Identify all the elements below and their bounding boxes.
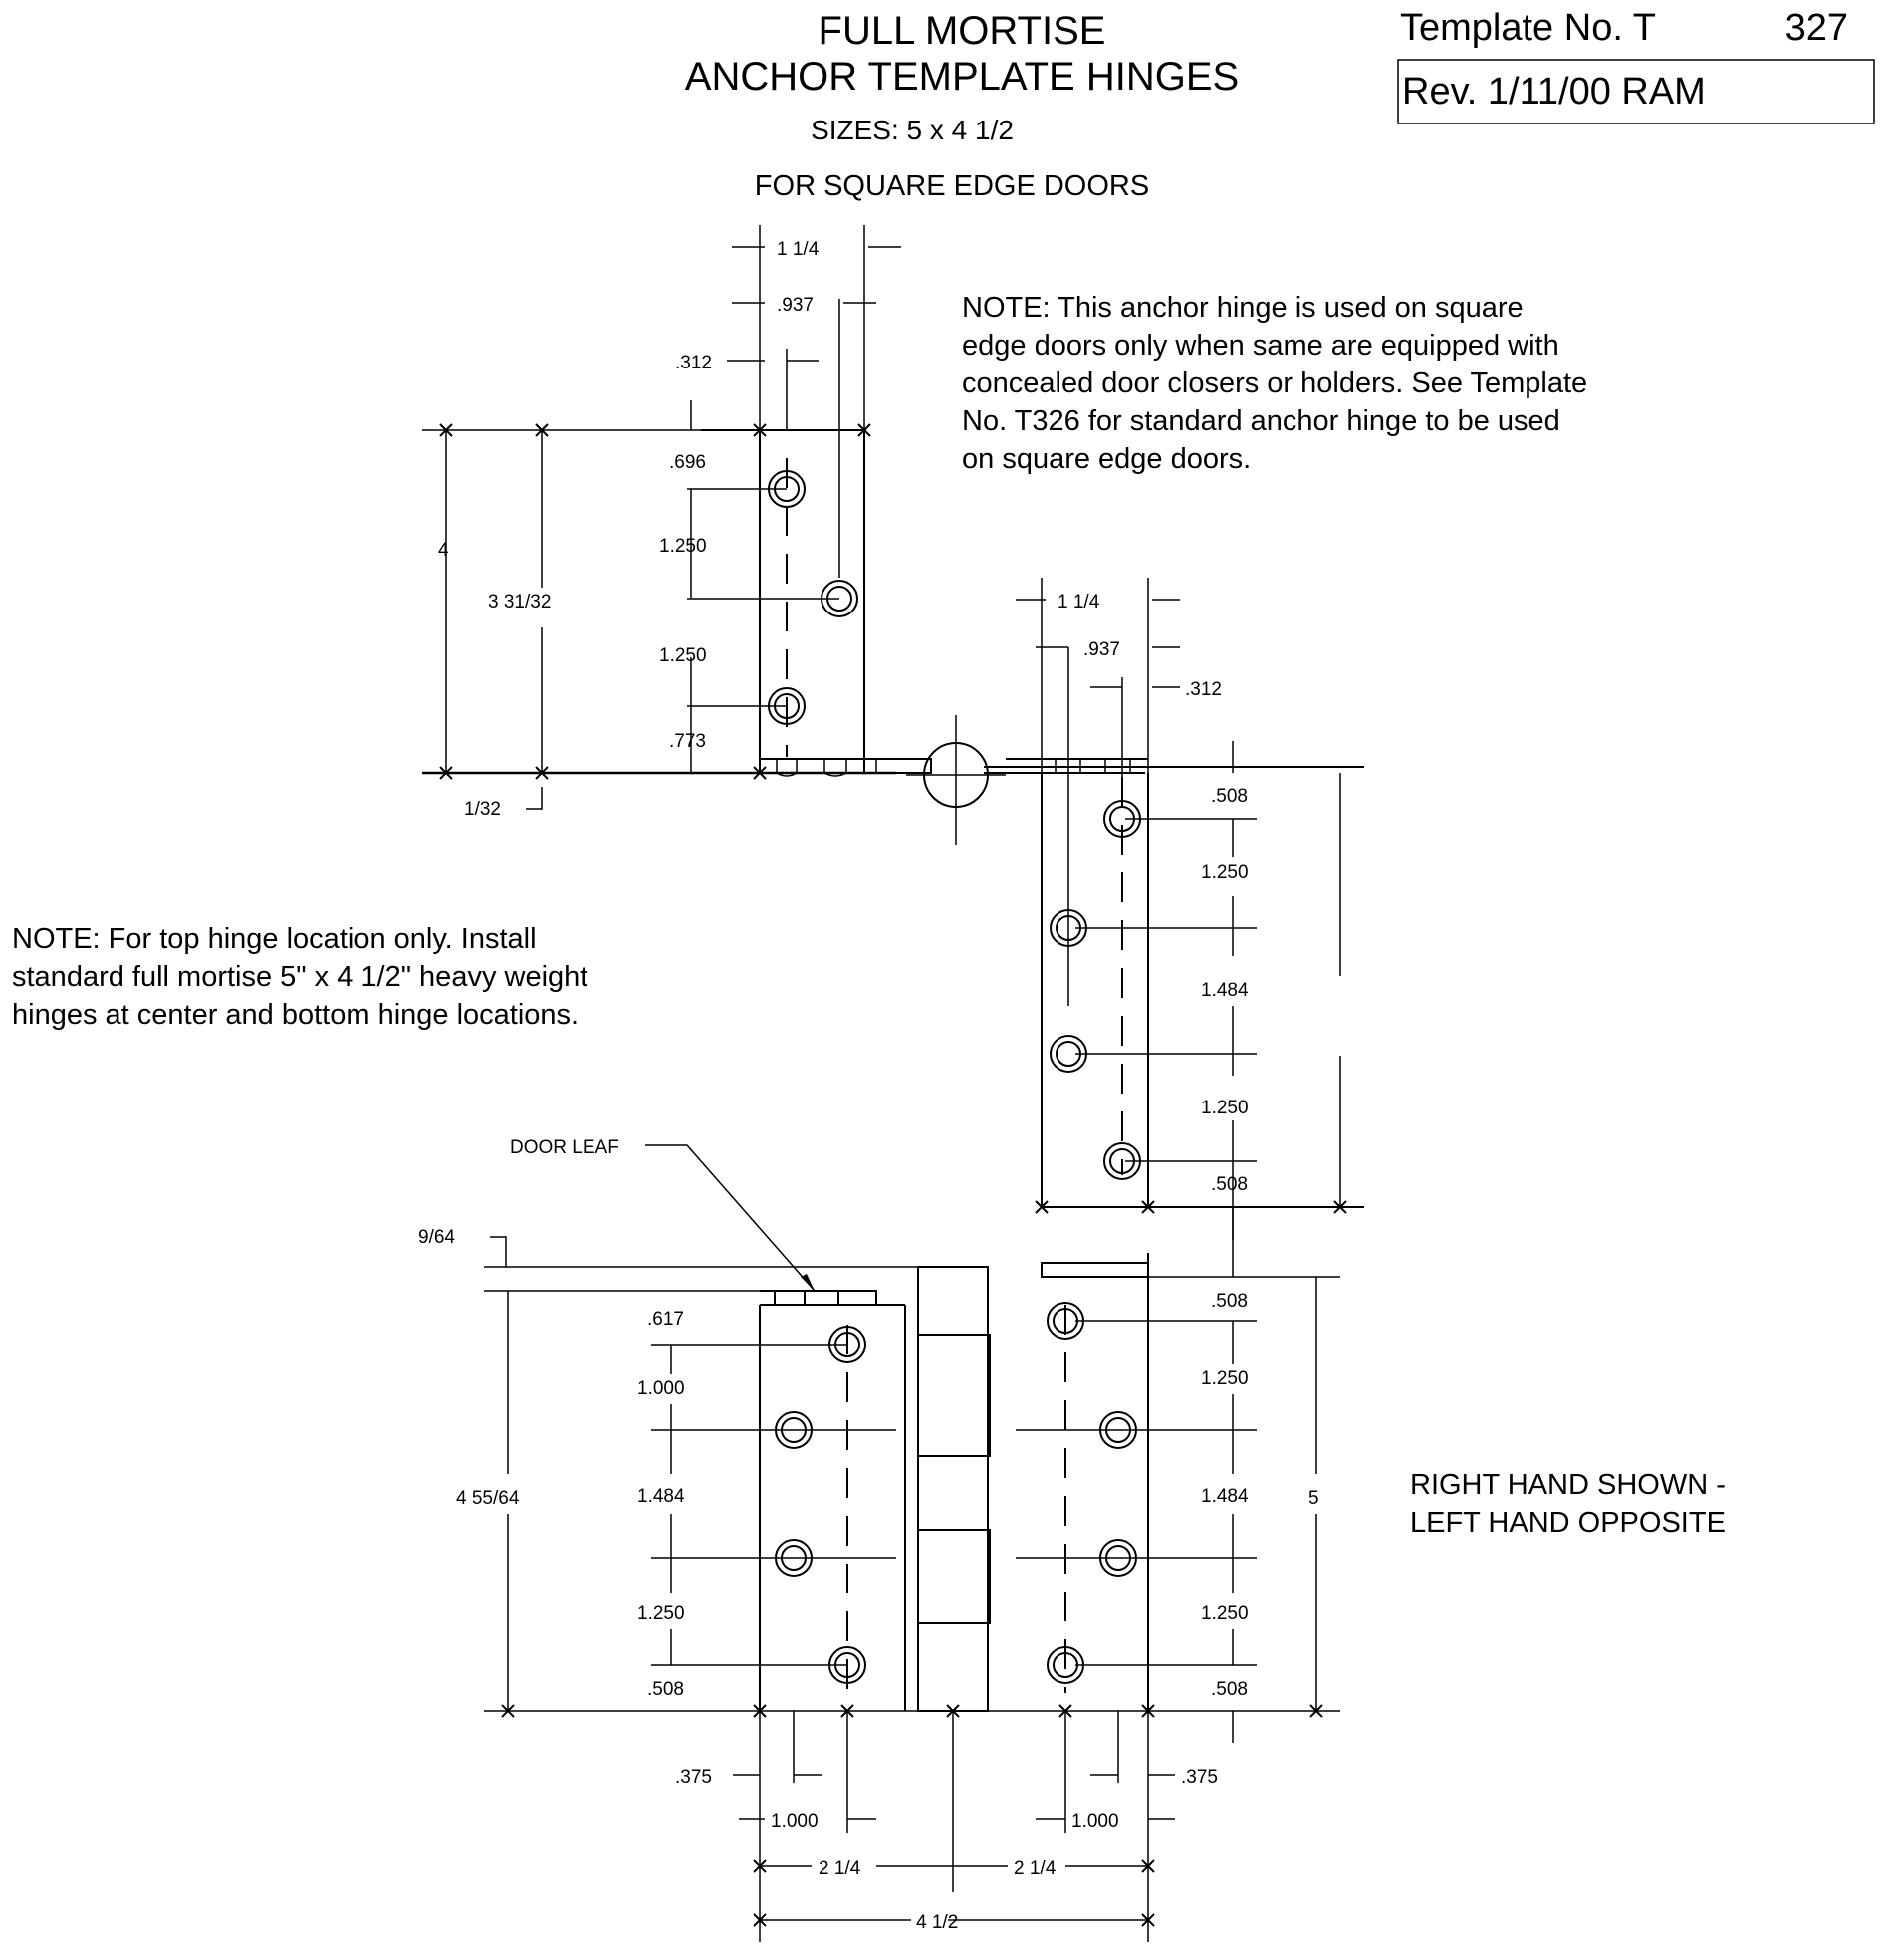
svg-text:1.250: 1.250 <box>659 645 707 666</box>
svg-text:1 1/4: 1 1/4 <box>1058 592 1100 612</box>
svg-text:concealed door closers or hold: concealed door closers or holders. See T… <box>962 368 1587 399</box>
svg-text:.508: .508 <box>1211 1174 1248 1195</box>
svg-text:.937: .937 <box>1083 639 1120 660</box>
front-dimensions: 9/64 .617 1.000 1.484 1.250 .508 4 55/64… <box>418 1207 1340 1942</box>
svg-text:2 1/4: 2 1/4 <box>1014 1858 1057 1879</box>
svg-text:.508: .508 <box>647 1679 684 1700</box>
svg-text:No. T326 for standard anchor h: No. T326 for standard anchor hinge to be… <box>962 405 1560 437</box>
title-line-2: ANCHOR TEMPLATE HINGES <box>685 55 1239 99</box>
svg-text:.375: .375 <box>675 1767 712 1788</box>
top-anchor-leaf <box>701 299 932 777</box>
pivot-knuckle <box>906 715 1006 845</box>
svg-text:RIGHT HAND SHOWN -: RIGHT HAND SHOWN - <box>1410 1469 1726 1501</box>
svg-text:.312: .312 <box>1185 679 1222 700</box>
svg-text:1/32: 1/32 <box>464 799 501 820</box>
svg-text:on square edge doors.: on square edge doors. <box>962 443 1251 475</box>
svg-text:9/64: 9/64 <box>418 1227 455 1248</box>
svg-text:4: 4 <box>438 540 449 561</box>
svg-text:1.000: 1.000 <box>637 1378 685 1399</box>
svg-text:1.250: 1.250 <box>659 536 707 557</box>
sizes-label: SIZES: 5 x 4 1/2 <box>811 115 1014 145</box>
svg-text:hinges at center and bottom hi: hinges at center and bottom hinge locati… <box>12 999 579 1031</box>
svg-text:1 1/4: 1 1/4 <box>777 239 820 260</box>
svg-text:.937: .937 <box>777 295 814 316</box>
svg-text:1.250: 1.250 <box>1201 862 1249 883</box>
svg-text:2 1/4: 2 1/4 <box>819 1858 861 1879</box>
svg-text:1.484: 1.484 <box>1201 980 1249 1001</box>
svg-text:.375: .375 <box>1181 1767 1218 1788</box>
right-anchor-leaf <box>1006 647 1364 1208</box>
revision-label: Rev. 1/11/00 RAM <box>1402 71 1706 113</box>
template-number-box: Template No. T 327 Rev. 1/11/00 RAM <box>1397 7 1875 124</box>
svg-text:1.250: 1.250 <box>637 1603 685 1624</box>
svg-text:1.000: 1.000 <box>771 1811 819 1832</box>
top-leaf-dimensions: 1 1/4 .937 .312 .696 1.250 1.250 .773 1/… <box>422 225 901 820</box>
template-label: Template No. T <box>1400 7 1656 49</box>
svg-text:NOTE: For top hinge location: NOTE: For top hinge location only. Insta… <box>12 923 537 955</box>
svg-text:edge doors only when same are: edge doors only when same are equipped w… <box>962 330 1559 362</box>
svg-text:.617: .617 <box>647 1309 684 1330</box>
svg-text:standard full mortise 5" x 4 1: standard full mortise 5" x 4 1/2" heavy … <box>12 961 588 993</box>
top-hinge-note: NOTE: For top hinge location only. Insta… <box>12 923 588 1031</box>
svg-text:3 31/32: 3 31/32 <box>488 592 551 612</box>
door-leaf-callout: DOOR LEAF <box>510 1137 816 1292</box>
svg-text:DOOR LEAF: DOOR LEAF <box>510 1137 619 1158</box>
svg-text:1.484: 1.484 <box>637 1486 685 1507</box>
door-type-label: FOR SQUARE EDGE DOORS <box>755 170 1149 202</box>
title-line-1: FULL MORTISE <box>819 9 1106 53</box>
svg-text:1.250: 1.250 <box>1201 1368 1249 1389</box>
svg-text:.696: .696 <box>669 452 706 473</box>
svg-text:5: 5 <box>1308 1488 1319 1509</box>
svg-text:.508: .508 <box>1211 1679 1248 1700</box>
svg-text:4 1/2: 4 1/2 <box>916 1912 958 1933</box>
svg-text:1.484: 1.484 <box>1201 1486 1249 1507</box>
front-hinge <box>759 1253 1149 1712</box>
svg-text:.508: .508 <box>1211 786 1248 807</box>
svg-text:.508: .508 <box>1211 1291 1248 1312</box>
template-number: 327 <box>1785 7 1848 49</box>
svg-text:4 55/64: 4 55/64 <box>456 1488 520 1509</box>
svg-text:1.250: 1.250 <box>1201 1603 1249 1624</box>
dimension-ticks <box>439 423 1347 1927</box>
svg-text:.312: .312 <box>675 353 712 373</box>
anchor-note: NOTE: This anchor hinge is used on squar… <box>962 292 1587 475</box>
right-leaf-dimensions: 1 1/4 .937 .312 .508 1.250 1.484 1.250 .… <box>1016 578 1341 1240</box>
svg-text:LEFT HAND OPPOSITE: LEFT HAND OPPOSITE <box>1410 1507 1726 1539</box>
hand-note: RIGHT HAND SHOWN - LEFT HAND OPPOSITE <box>1410 1469 1726 1539</box>
svg-text:.773: .773 <box>669 731 706 752</box>
svg-text:NOTE: This anchor hinge is us: NOTE: This anchor hinge is used on squar… <box>962 292 1524 324</box>
svg-text:1.000: 1.000 <box>1071 1811 1119 1832</box>
svg-text:1.250: 1.250 <box>1201 1098 1249 1118</box>
